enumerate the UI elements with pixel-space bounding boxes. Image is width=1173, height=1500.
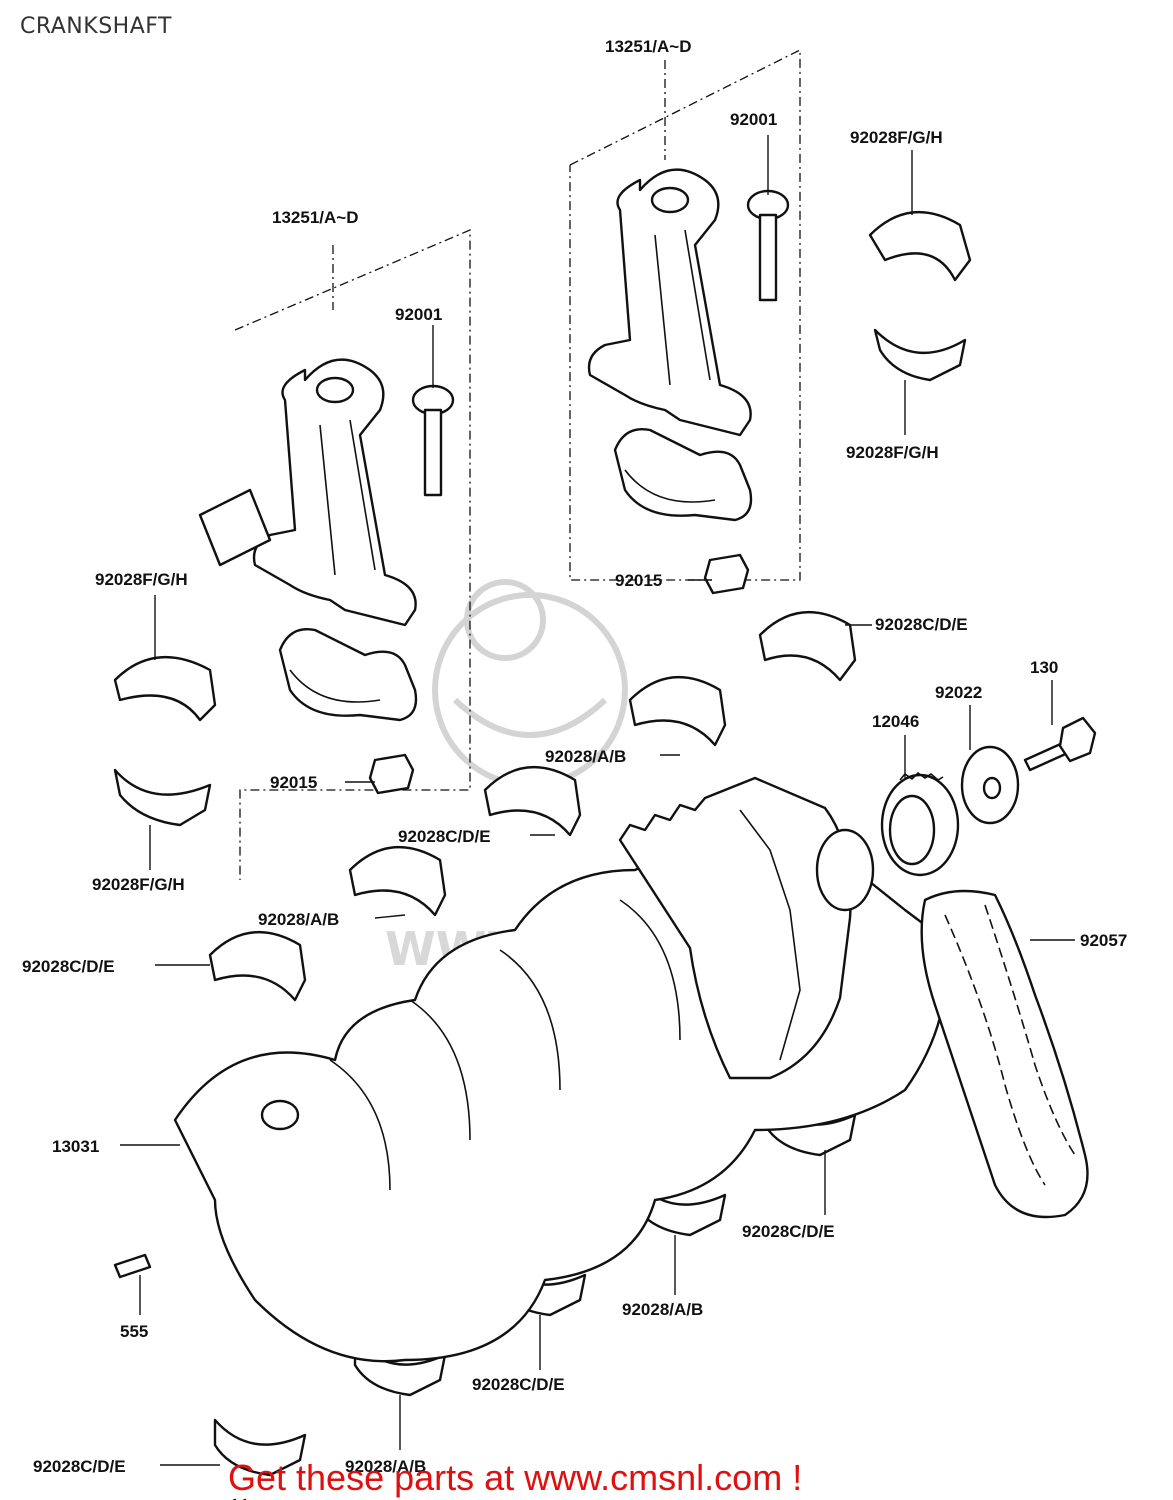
nut-left[interactable] (368, 753, 415, 795)
label-rod-upper: 13251/A~D (605, 37, 691, 56)
label-bolt-left: 92001 (395, 305, 442, 324)
bearing-shell-cde-2 (483, 765, 582, 837)
label-shell-cde-5: 92028C/D/E (472, 1375, 565, 1394)
leader-lines (120, 135, 1075, 1466)
label-shell-cde-6: 92028C/D/E (33, 1457, 126, 1476)
nut-upper[interactable] (703, 553, 750, 595)
bearing-shell-cde-3 (208, 930, 307, 1002)
gear-12046[interactable] (880, 771, 960, 877)
pin-555[interactable] (113, 1253, 152, 1279)
bearing-shell-fgh-1 (868, 210, 972, 282)
label-shell-cde-4: 92028C/D/E (742, 1222, 835, 1241)
footer-link[interactable]: Get these parts at www.cmsnl.com ! (228, 1457, 802, 1498)
label-nut-left: 92015 (270, 773, 317, 792)
primary-gear[interactable] (618, 776, 852, 1080)
part-labels: 13251/A~D 92001 92028F/G/H 13251/A~D 920… (22, 37, 1127, 1476)
bearing-shell-fgh-2 (873, 328, 967, 382)
label-shell-fgh-left1: 92028F/G/H (95, 570, 188, 589)
label-bolt-upper: 92001 (730, 110, 777, 129)
label-crankshaft: 13031 (52, 1137, 99, 1156)
label-shell-fgh-top2: 92028F/G/H (846, 443, 939, 462)
bearing-shell-cde-1 (758, 610, 857, 682)
rod-cap-left[interactable] (278, 628, 418, 722)
rod-cap-upper[interactable] (613, 428, 753, 522)
page-title: CRANKSHAFT (20, 14, 172, 39)
label-shell-fgh-top: 92028F/G/H (850, 128, 943, 147)
bolt-upper[interactable] (746, 189, 790, 302)
assembly-dash-lines (234, 48, 801, 880)
label-pin: 555 (120, 1322, 148, 1341)
label-gear: 12046 (872, 712, 919, 731)
label-sprocket-130: 130 (1030, 658, 1058, 677)
label-shell-ab-4: 92028/A/B (345, 1457, 426, 1476)
crank-snout[interactable] (195, 488, 272, 1500)
label-washer: 92022 (935, 683, 982, 702)
connecting-rod-upper[interactable] (587, 168, 752, 437)
label-shell-ab-3: 92028/A/B (622, 1300, 703, 1319)
bolt-left[interactable] (411, 384, 455, 497)
bearing-shells[interactable] (113, 210, 972, 1477)
bearing-shell-cde-6 (213, 1418, 307, 1477)
label-shell-cde-3: 92028C/D/E (22, 957, 115, 976)
connecting-rod-left[interactable] (252, 358, 417, 627)
bolt-130[interactable] (1023, 716, 1097, 772)
cam-chain-92057[interactable] (920, 889, 1089, 1219)
label-shell-fgh-left2: 92028F/G/H (92, 875, 185, 894)
bearing-shell-fgh-4 (113, 768, 212, 827)
label-shell-ab-2: 92028/A/B (258, 910, 339, 929)
bearing-shell-ab-1 (628, 675, 727, 747)
label-chain: 92057 (1080, 931, 1127, 950)
bearing-shell-ab-2 (348, 845, 447, 917)
label-shell-ab-1: 92028/A/B (545, 747, 626, 766)
label-shell-cde-2: 92028C/D/E (398, 827, 491, 846)
label-nut-upper: 92015 (615, 571, 662, 590)
washer-92022[interactable] (960, 745, 1020, 825)
label-rod-left: 13251/A~D (272, 208, 358, 227)
cam-sprocket[interactable] (815, 828, 875, 912)
bearing-shell-fgh-3 (113, 655, 217, 722)
label-shell-cde-1: 92028C/D/E (875, 615, 968, 634)
